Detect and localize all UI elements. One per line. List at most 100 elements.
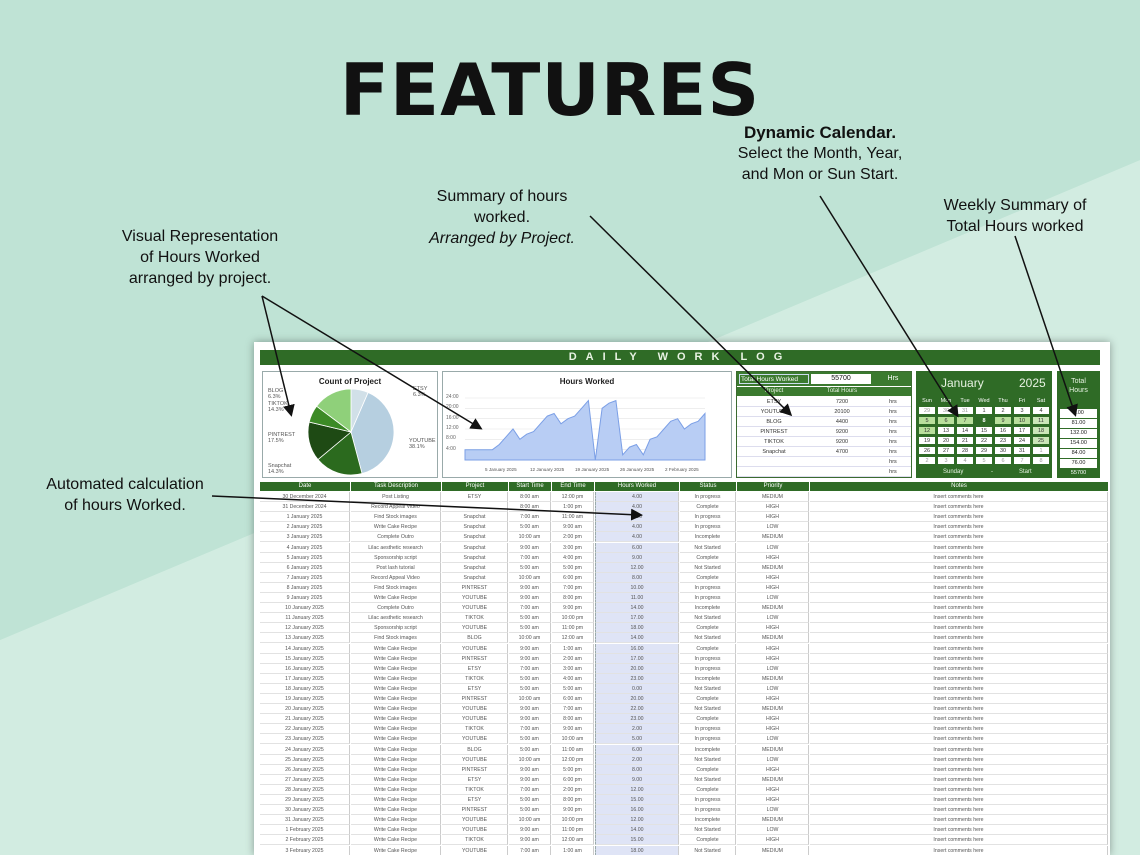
log-notes[interactable]: Insert comments here — [810, 694, 1108, 705]
log-hours[interactable]: 18.00 — [595, 845, 679, 855]
calendar-year-select[interactable]: 2025 — [1019, 376, 1046, 390]
log-task[interactable]: Write Cake Recipe — [351, 522, 441, 533]
log-date[interactable]: 21 January 2025 — [260, 714, 350, 725]
calendar-day[interactable]: 13 — [937, 426, 955, 435]
log-task[interactable]: Write Cake Recipe — [351, 845, 441, 855]
log-start[interactable]: 5:00 am — [509, 522, 551, 533]
log-project[interactable]: Snapchat — [442, 552, 508, 563]
log-hours[interactable]: 9.00 — [595, 552, 679, 563]
log-priority[interactable]: HIGH — [737, 724, 809, 735]
log-status[interactable]: In progress — [680, 492, 736, 503]
log-status[interactable]: In progress — [680, 582, 736, 593]
log-end[interactable]: 4:00 am — [552, 673, 594, 684]
log-hours[interactable]: 11.00 — [595, 593, 679, 604]
log-status[interactable]: Complete — [680, 643, 736, 654]
log-project[interactable]: YOUTUBE — [442, 623, 508, 634]
log-task[interactable]: Write Cake Recipe — [351, 593, 441, 604]
log-start[interactable]: 5:00 am — [509, 734, 551, 745]
log-hours[interactable]: 15.00 — [595, 795, 679, 806]
log-notes[interactable]: Insert comments here — [810, 623, 1108, 634]
log-project[interactable]: BLOG — [442, 744, 508, 755]
log-status[interactable]: Complete — [680, 694, 736, 705]
calendar-day[interactable]: 27 — [937, 446, 955, 455]
log-date[interactable]: 28 January 2025 — [260, 784, 350, 795]
log-date[interactable]: 4 January 2025 — [260, 542, 350, 553]
log-priority[interactable]: HIGH — [737, 835, 809, 846]
calendar-day[interactable]: 8 — [975, 416, 993, 425]
log-task[interactable]: Write Cake Recipe — [351, 825, 441, 836]
log-end[interactable]: 9:00 pm — [552, 603, 594, 614]
log-priority[interactable]: MEDIUM — [737, 673, 809, 684]
log-status[interactable]: Not Started — [680, 825, 736, 836]
log-date[interactable]: 2 January 2025 — [260, 522, 350, 533]
log-end[interactable]: 5:00 pm — [552, 764, 594, 775]
log-project[interactable]: PINTREST — [442, 764, 508, 775]
calendar-day[interactable]: 9 — [994, 416, 1012, 425]
log-status[interactable]: Not Started — [680, 562, 736, 573]
log-date[interactable]: 8 January 2025 — [260, 582, 350, 593]
calendar-day[interactable]: 1 — [1032, 446, 1050, 455]
calendar-day[interactable]: 7 — [1013, 456, 1031, 465]
log-end[interactable]: 9:00 am — [552, 522, 594, 533]
log-end[interactable]: 12:00 am — [552, 633, 594, 644]
log-notes[interactable]: Insert comments here — [810, 613, 1108, 624]
log-date[interactable]: 17 January 2025 — [260, 673, 350, 684]
log-start[interactable]: 7:00 am — [509, 784, 551, 795]
log-task[interactable]: Write Cake Recipe — [351, 643, 441, 654]
log-notes[interactable]: Insert comments here — [810, 582, 1108, 593]
log-date[interactable]: 27 January 2025 — [260, 774, 350, 785]
log-date[interactable]: 19 January 2025 — [260, 694, 350, 705]
log-priority[interactable]: LOW — [737, 593, 809, 604]
log-task[interactable]: Find Stock images — [351, 633, 441, 644]
log-end[interactable]: 10:00 pm — [552, 815, 594, 826]
log-date[interactable]: 22 January 2025 — [260, 724, 350, 735]
log-project[interactable]: TIKTOK — [442, 673, 508, 684]
log-status[interactable]: In progress — [680, 805, 736, 816]
calendar-day[interactable]: 29 — [975, 446, 993, 455]
log-task[interactable]: Complete Outro — [351, 603, 441, 614]
log-priority[interactable]: MEDIUM — [737, 532, 809, 543]
log-end[interactable]: 1:00 am — [552, 845, 594, 855]
calendar-day[interactable]: 5 — [975, 456, 993, 465]
log-header-notes[interactable]: Notes — [810, 482, 1108, 491]
log-priority[interactable]: HIGH — [737, 552, 809, 563]
calendar-day[interactable]: 30 — [994, 446, 1012, 455]
log-header-start[interactable]: Start Time — [509, 482, 551, 491]
log-hours[interactable]: 16.00 — [595, 805, 679, 816]
log-hours[interactable]: 2.00 — [595, 754, 679, 765]
log-start[interactable]: 9:00 am — [509, 835, 551, 846]
log-start[interactable]: 10:00 am — [509, 633, 551, 644]
calendar-day[interactable]: 15 — [975, 426, 993, 435]
log-hours[interactable]: 16.00 — [595, 643, 679, 654]
log-start[interactable]: 9:00 am — [509, 764, 551, 775]
calendar-day[interactable]: 6 — [937, 416, 955, 425]
log-date[interactable]: 20 January 2025 — [260, 704, 350, 715]
log-status[interactable]: Complete — [680, 572, 736, 583]
log-project[interactable]: ETSY — [442, 663, 508, 674]
log-end[interactable]: 11:00 am — [552, 744, 594, 755]
log-status[interactable]: Complete — [680, 714, 736, 725]
log-end[interactable]: 6:00 am — [552, 694, 594, 705]
calendar-start-day[interactable]: Sunday — [943, 469, 964, 475]
log-priority[interactable]: LOW — [737, 805, 809, 816]
log-task[interactable]: Write Cake Recipe — [351, 683, 441, 694]
log-hours[interactable]: 17.00 — [595, 613, 679, 624]
log-task[interactable]: Write Cake Recipe — [351, 724, 441, 735]
calendar-day[interactable]: 25 — [1032, 436, 1050, 445]
calendar-day[interactable]: 19 — [918, 436, 936, 445]
log-priority[interactable]: MEDIUM — [737, 744, 809, 755]
calendar-day[interactable]: 21 — [956, 436, 974, 445]
log-start[interactable]: 9:00 am — [509, 643, 551, 654]
log-notes[interactable]: Insert comments here — [810, 744, 1108, 755]
log-project[interactable]: Snapchat — [442, 522, 508, 533]
log-start[interactable]: 5:00 am — [509, 613, 551, 624]
log-start[interactable]: 9:00 am — [509, 593, 551, 604]
log-notes[interactable]: Insert comments here — [810, 542, 1108, 553]
log-hours[interactable]: 5.00 — [595, 734, 679, 745]
log-hours[interactable]: 6.00 — [595, 542, 679, 553]
log-start[interactable]: 7:00 am — [509, 724, 551, 735]
log-status[interactable]: Not Started — [680, 754, 736, 765]
log-project[interactable]: YOUTUBE — [442, 714, 508, 725]
log-notes[interactable]: Insert comments here — [810, 562, 1108, 573]
log-notes[interactable]: Insert comments here — [810, 815, 1108, 826]
